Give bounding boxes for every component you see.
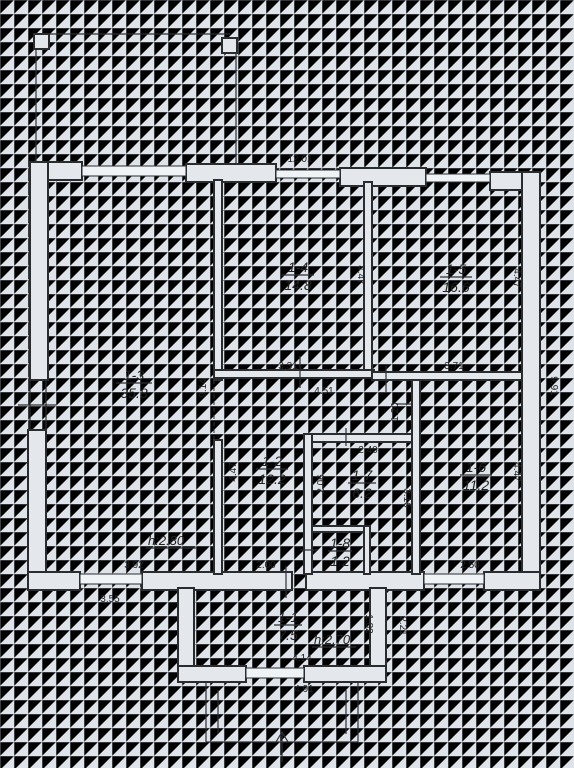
vestibule-door-opening: [245, 667, 305, 679]
dim-hall-width: 4.51: [314, 386, 334, 397]
room-1-6-id: 1-6: [466, 459, 486, 475]
ceiling-height-vestibule: h:2.70: [314, 632, 351, 647]
dimension-labels: 12.01 9.91 4.47 3.31 4.47 3.71 4.51 9.14…: [100, 154, 559, 695]
terrace-column-right: [221, 37, 238, 54]
interior-walls: [213, 179, 523, 575]
dim-vest-side-outer: 2.21: [397, 616, 408, 636]
room-labels: 1-3 35.8 1-4 14.8 1-5 16.6 1-2 12.2 1-7 …: [116, 259, 492, 648]
room-1-2-area: 12.2: [258, 471, 285, 487]
dim-vest-side-inner: 1.82: [363, 614, 374, 634]
dim-r16-side: 4.47: [511, 462, 522, 482]
dim-r14-bottom: 3.31: [278, 361, 298, 372]
room-1-4-area: 14.8: [284, 277, 311, 293]
dim-r17-right: 3.16: [401, 488, 412, 508]
ceiling-height-main: h:2.80: [148, 533, 185, 548]
room-1-8-area: 1.2: [330, 553, 350, 569]
dim-r13-bottom-inner: 3.92: [124, 560, 144, 571]
window-bottom-1: [79, 573, 143, 585]
room-1-8-id: 1-8: [330, 535, 350, 551]
entry-arrowhead: [275, 730, 289, 743]
room-1-3-id: 1-3: [124, 367, 144, 383]
window-top-3: [425, 173, 491, 183]
dim-r16-bottom: 2.50: [460, 560, 480, 571]
room-1-1-area: 7.5: [278, 627, 298, 643]
window-top-1: [81, 165, 187, 177]
dim-r14-side: 4.47: [355, 265, 366, 285]
room-1-3-area: 35.8: [120, 385, 147, 401]
vestibule-walls: [177, 587, 387, 762]
dim-small-gap: 1.20: [390, 402, 401, 422]
dim-r15-side: 4.47: [511, 268, 522, 288]
dimension-ticks: [285, 356, 412, 598]
room-1-5-area: 16.6: [442, 279, 469, 295]
window-top-2: [275, 169, 341, 179]
room-1-7-area: 6.2: [352, 485, 372, 501]
room-1-5-id: 1-5: [446, 261, 466, 277]
room-1-7-id: 1-7: [352, 467, 373, 483]
dim-hall-bottom: 2.00: [256, 560, 276, 571]
dim-r13-bottom-outer: 3.55: [100, 594, 120, 605]
dim-r12-side: 4.47: [228, 462, 239, 482]
room-1-2-id: 1-2: [262, 453, 282, 469]
dim-vest-inner-width: 4.14: [292, 653, 312, 664]
dim-r13-side: 9.14: [198, 378, 209, 398]
dim-vest-outer-width: 4.91: [294, 684, 314, 695]
dim-r15-bottom: 3.71: [444, 361, 464, 372]
terrace-column-left: [33, 33, 50, 50]
room-1-6-area: 11.2: [463, 477, 489, 493]
room-1-1-id: 1-1: [278, 609, 298, 625]
dim-r17-width: 2.40: [358, 445, 378, 456]
dim-top-width: 12.01: [287, 154, 312, 165]
dim-right-height: 9.91: [548, 376, 559, 396]
terrace-outline: [33, 33, 238, 164]
room-1-4-id: 1-4: [288, 259, 308, 275]
dim-r17-side: 2.06: [316, 474, 327, 494]
window-bottom-2: [423, 573, 485, 585]
exterior-walls: [18, 161, 541, 591]
